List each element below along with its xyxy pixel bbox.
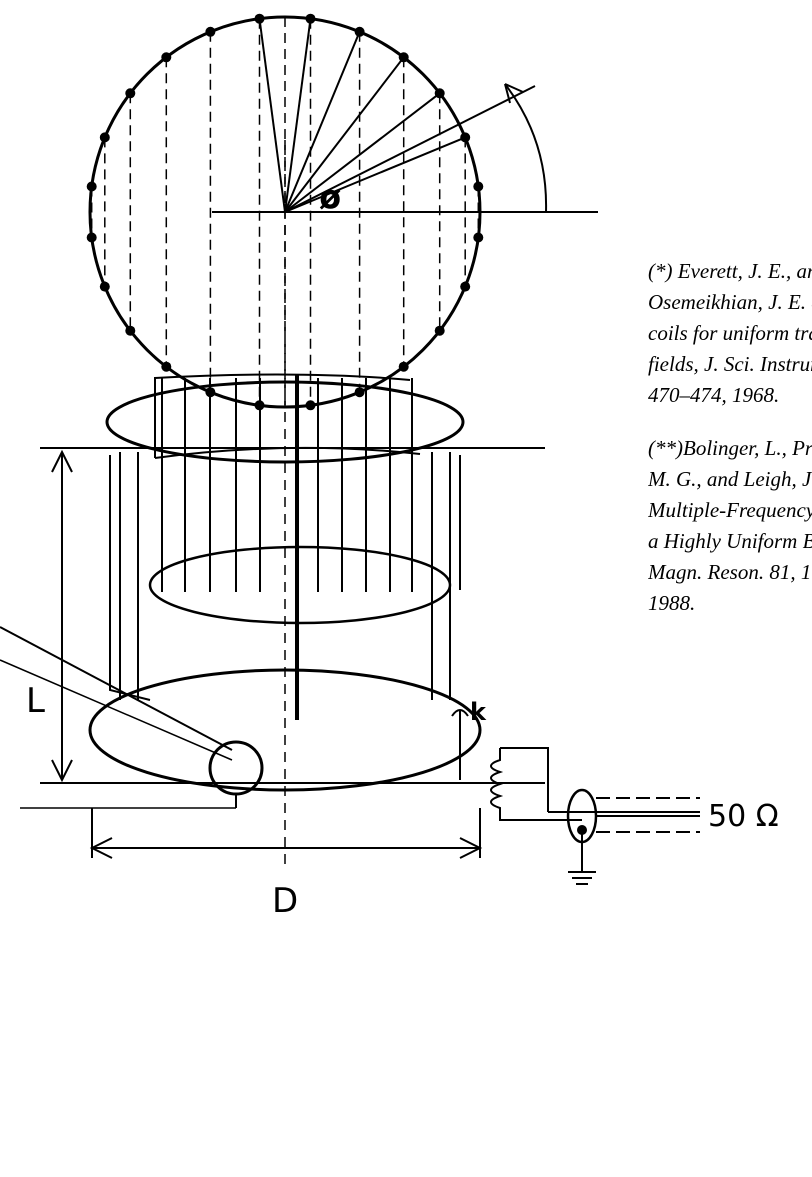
- conductor-dot: [161, 361, 172, 372]
- reference-1: (*) Everett, J. E., and Osborn, J. E., O…: [648, 259, 812, 407]
- conductor-dot: [398, 361, 409, 372]
- reference-2-line-5: Magn. Reson. 81, 162–166,: [648, 560, 812, 584]
- angle-ray: [284, 31, 361, 213]
- diameter-arrow-left-icon: [89, 837, 113, 859]
- conductor-dot: [161, 52, 172, 63]
- reference-2-line-3: Multiple-Frequency Coil with: [648, 498, 812, 522]
- birdcage-coil: [0, 140, 545, 870]
- conductor-dot: [254, 13, 265, 24]
- diameter-label: D: [272, 881, 298, 921]
- reference-2-line-2: M. G., and Leigh, J. S. A: [648, 467, 812, 491]
- reference-2: (**)Bolinger, L., Prammer, M. G., and Le…: [648, 436, 812, 615]
- inductor-coil-icon: [490, 747, 582, 821]
- reference-1-line-2: Osemeikhian, J. E. and Everett, J. E.,: [648, 290, 812, 314]
- angle-ray: [284, 56, 405, 213]
- angle-ray: [284, 18, 312, 213]
- angle-label: Ø: [320, 186, 340, 214]
- length-dimension: L: [26, 449, 73, 783]
- diameter-dimension: D: [89, 808, 483, 921]
- coil-rungs: [119, 378, 451, 700]
- conductor-dot: [125, 88, 136, 99]
- references: (*) Everett, J. E., and Osborn, J. E., O…: [648, 248, 812, 633]
- references-text: (*) Everett, J. E., and Osborn, J. E., O…: [648, 259, 812, 615]
- conductor-dot: [460, 281, 471, 292]
- reference-2-line-6: 1988.: [648, 591, 695, 615]
- cross-section-view: Ø: [86, 13, 598, 411]
- feed-port-circle: [208, 740, 264, 796]
- angle-ray: [284, 92, 441, 213]
- conductor-dot: [434, 88, 445, 99]
- reference-1-line-5: 470–474, 1968.: [648, 383, 779, 407]
- conductor-dot: [86, 232, 97, 243]
- conductor-dot: [125, 325, 136, 336]
- phi-ray: [284, 85, 536, 213]
- conductor-dot: [305, 13, 316, 24]
- outer-shell-left: [109, 455, 151, 701]
- angle-ray: [258, 18, 286, 213]
- conductor-dot: [473, 181, 484, 192]
- vertical-chords: [90, 17, 480, 407]
- cut-edge: [154, 373, 411, 455]
- length-label: L: [26, 681, 45, 721]
- reference-2-line-4: a Highly Uniform B1 Field, J.: [648, 529, 812, 553]
- conductor-dot: [354, 26, 365, 37]
- probe-line-2: [0, 659, 233, 761]
- reference-1-line-1: (*) Everett, J. E., and Osborn, J. E.,: [648, 259, 812, 283]
- reference-2-line-1: (**)Bolinger, L., Prammer,: [648, 436, 812, 460]
- reference-1-line-4: fields, J. Sci. Instrum. 1,: [648, 352, 812, 376]
- conductor-dot: [460, 132, 471, 143]
- bottom-ring-inner: [148, 545, 452, 625]
- angle-arc: [504, 83, 548, 213]
- coil-circle: [88, 15, 482, 409]
- angle-arrow-icon: [504, 83, 524, 104]
- coupling-label: k: [470, 698, 487, 726]
- conductor-dot: [434, 325, 445, 336]
- ground-icon: [568, 871, 596, 885]
- angle-rays: [258, 18, 466, 213]
- conductor-dots: [86, 13, 484, 411]
- conductor-dot: [473, 232, 484, 243]
- conductor-dot: [86, 181, 97, 192]
- conductor-dot: [305, 400, 316, 411]
- conductor-dot: [205, 26, 216, 37]
- conductor-dot: [99, 281, 110, 292]
- diameter-arrow-right-icon: [459, 837, 483, 859]
- conductor-dot: [354, 387, 365, 398]
- probe-line: [0, 626, 233, 751]
- coupling-circuit: k 50 Ω: [451, 698, 779, 885]
- length-arrow-top-icon: [51, 449, 73, 473]
- conductor-dot: [398, 52, 409, 63]
- impedance-label: 50 Ω: [708, 799, 779, 834]
- length-arrow-bottom-icon: [51, 759, 73, 783]
- reference-1-line-3: coils for uniform transverse magnetic: [648, 321, 812, 345]
- conductor-dot: [99, 132, 110, 143]
- angle-ray: [284, 136, 466, 213]
